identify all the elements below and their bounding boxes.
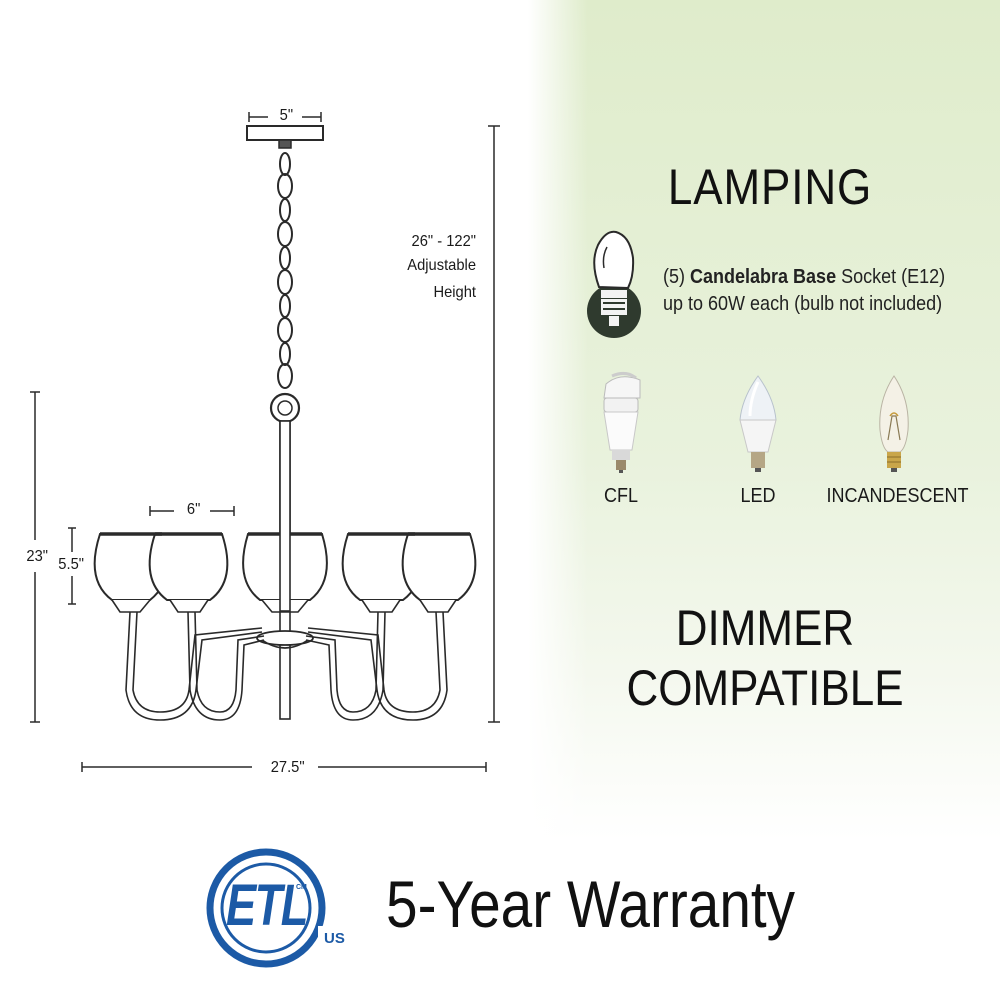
shade-height-dimension xyxy=(68,527,76,605)
bulb-label-incandescent: INCANDESCENT xyxy=(826,485,969,507)
bulb-label-cfl: CFL xyxy=(603,485,639,507)
adjustable-height-dimension xyxy=(488,125,500,723)
etl-listed-logo xyxy=(206,848,358,968)
socket-description: (5) Candelabra Base Socket (E12) up to 6… xyxy=(663,264,945,318)
dimmer-line-2: COMPATIBLE xyxy=(626,660,904,716)
etl-logo-us: US xyxy=(324,930,345,947)
chain xyxy=(277,152,293,389)
glass-shades xyxy=(93,533,477,601)
warranty-text: 5-Year Warranty xyxy=(386,867,796,941)
incandescent-bulb-icon xyxy=(879,375,909,472)
cfl-bulb-icon xyxy=(603,371,641,473)
wattage-text: up to 60W each (bulb not included) xyxy=(663,293,943,315)
height-label: Height xyxy=(433,284,476,301)
overall-height-dimension xyxy=(30,391,40,723)
shade-width-label: 6" xyxy=(186,501,201,518)
etl-logo-cm: CM xyxy=(296,884,307,891)
dimmer-compatible-heading: DIMMER COMPATIBLE xyxy=(620,598,910,718)
panel-fade xyxy=(528,0,588,840)
adjustable-height-range-label: 26" - 122" xyxy=(411,233,476,250)
lamping-title: LAMPING xyxy=(667,159,873,215)
overall-width-label: 27.5" xyxy=(270,759,305,776)
canopy-width-dimension xyxy=(248,112,322,122)
etl-logo-text: ETL xyxy=(226,873,308,938)
candelabra-socket-icon xyxy=(587,230,641,338)
shade-width-dimension xyxy=(149,506,235,516)
dimmer-line-1: DIMMER xyxy=(675,600,855,656)
socket-word: Socket (E12) xyxy=(841,266,946,288)
canopy-hook xyxy=(278,139,292,149)
arms xyxy=(125,611,448,721)
overall-width-dimension xyxy=(81,762,487,772)
socket-type: Candelabra Base xyxy=(690,266,837,288)
canopy-width-label: 5" xyxy=(279,107,294,124)
hanging-loop xyxy=(269,392,301,424)
bulb-label-led: LED xyxy=(740,485,776,507)
adjustable-label: Adjustable xyxy=(407,257,476,274)
socket-count: (5) xyxy=(663,266,686,288)
canopy xyxy=(246,125,324,141)
shade-height-label: 5.5" xyxy=(58,556,84,573)
led-bulb-icon xyxy=(739,375,777,472)
overall-height-label: 23" xyxy=(26,548,48,565)
